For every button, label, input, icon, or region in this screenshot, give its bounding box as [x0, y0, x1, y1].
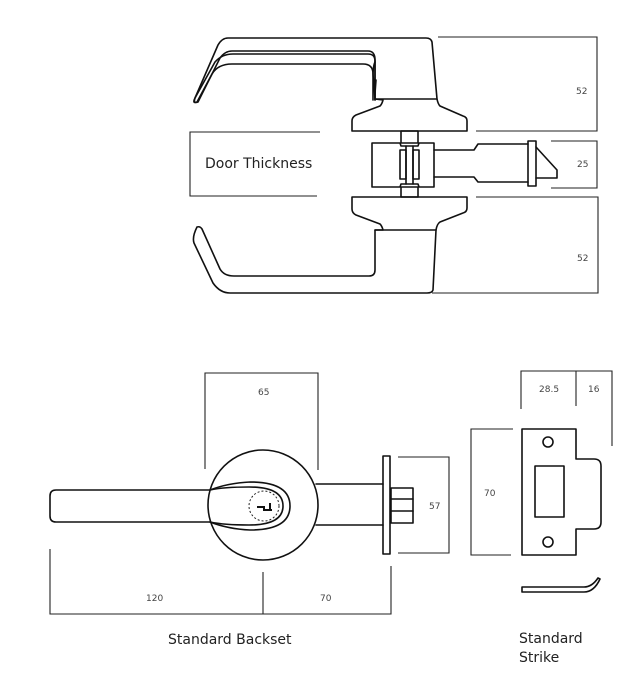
- latch-faceplate: [382, 455, 391, 555]
- plate-height-value: 70: [484, 489, 496, 499]
- rose: [207, 449, 319, 561]
- strike-view: 28.5 16 70 Standard Strike: [470, 370, 613, 666]
- door-thickness-bracket: [189, 131, 320, 197]
- strike-opening: [534, 465, 565, 518]
- lower-lever: [192, 196, 468, 294]
- backset-dimension: [49, 549, 392, 615]
- rose-diameter-value: 65: [258, 388, 269, 398]
- door-thickness-label: Door Thickness: [205, 156, 312, 172]
- strike-plate: [521, 428, 602, 556]
- backset-value: 70: [320, 594, 332, 604]
- upper-spindle: [400, 130, 419, 144]
- plate-width-value: 28.5: [539, 385, 559, 395]
- rose-diameter-dimension: [204, 372, 319, 470]
- lower-lever-dimension: [432, 196, 599, 294]
- lever: [49, 481, 291, 531]
- upper-lever-neck: [193, 37, 468, 132]
- strike-height-dimension: [470, 428, 513, 556]
- latch-faceplate: [527, 140, 537, 187]
- upper-lever-dimension-value: 52: [576, 87, 587, 97]
- latch-bolt: [390, 487, 414, 524]
- screw-hole-bottom: [542, 536, 554, 548]
- latch-tube: [315, 483, 384, 526]
- lip-width-value: 16: [588, 385, 600, 395]
- upper-lever: [193, 53, 376, 104]
- keyway-icon: [257, 503, 272, 511]
- standard-strike-caption-line2: Strike: [519, 650, 559, 666]
- top-view: Door Thickness 52 25 52: [189, 36, 599, 294]
- chassis-insert-left: [399, 149, 407, 180]
- key-cylinder: [248, 490, 280, 522]
- chassis: [371, 142, 435, 188]
- latch-tube: [433, 143, 529, 183]
- faceplate-dimension-value: 57: [429, 502, 440, 512]
- chassis-insert-right: [412, 149, 420, 180]
- latch-dimension: [551, 140, 598, 189]
- latch-bolt: [535, 146, 558, 179]
- standard-strike-caption-line1: Standard: [519, 631, 583, 647]
- faceplate-dimension: [398, 456, 450, 554]
- standard-backset-caption: Standard Backset: [168, 632, 292, 648]
- latch-dimension-value: 25: [577, 160, 588, 170]
- lower-lever-dimension-value: 52: [577, 254, 588, 264]
- strike-profile: [521, 577, 601, 593]
- strike-width-dimension: [520, 370, 613, 446]
- lower-spindle: [400, 186, 419, 198]
- lever-hub: [209, 486, 284, 526]
- backset-view: 65 57 120 70 Standard Backset: [49, 372, 450, 648]
- upper-lever-dimension: [438, 36, 598, 132]
- screw-hole-top: [542, 436, 554, 448]
- lever-length-value: 120: [146, 594, 163, 604]
